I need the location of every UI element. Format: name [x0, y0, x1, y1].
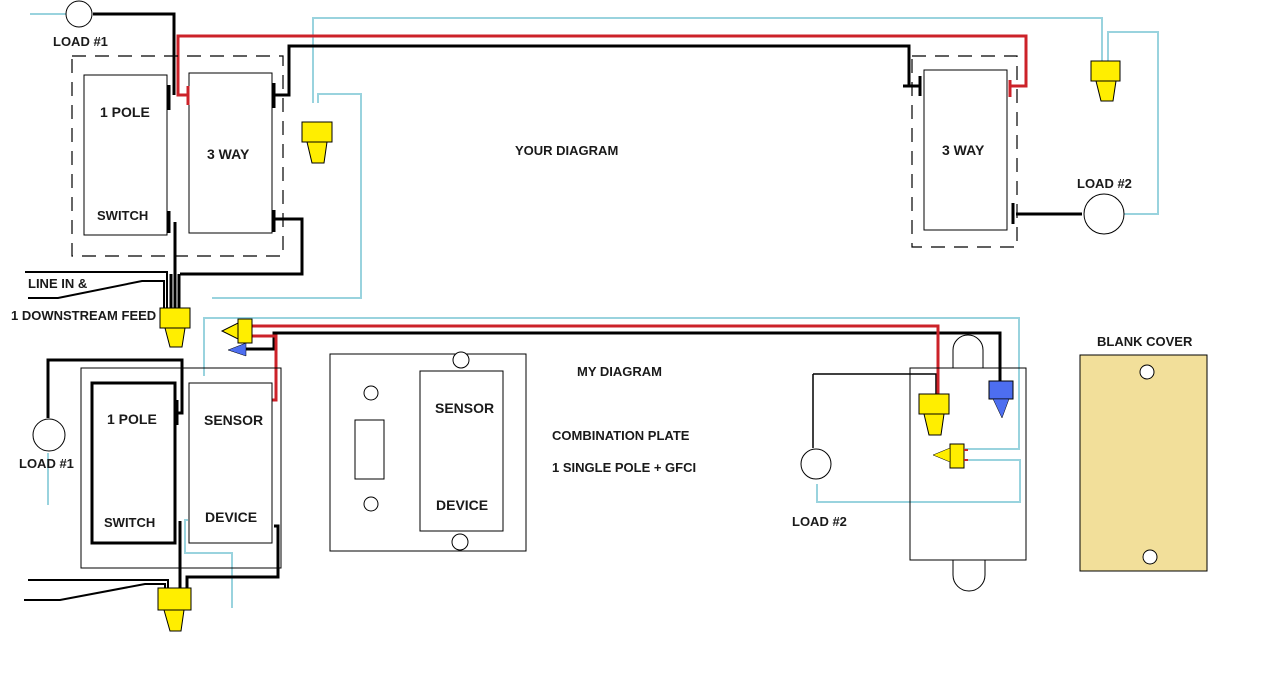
- screw-hole-icon: [363, 496, 379, 512]
- line-in-wire: [25, 271, 168, 308]
- switch3-label: 3 WAY: [942, 142, 985, 158]
- two-gang-box-dashed: [71, 55, 284, 257]
- wire-nut-blue-box2: [988, 380, 1014, 419]
- toggle-opening: [354, 419, 385, 480]
- switch-leg-load1: [46, 358, 184, 418]
- neutral-wire-load2: [1107, 31, 1159, 215]
- load2-fixture-icon-bottom: [800, 448, 832, 480]
- red-wire-run: [252, 324, 940, 395]
- load1-fixture-icon-bottom: [32, 418, 66, 452]
- my-diagram-title: MY DIAGRAM: [577, 364, 662, 379]
- neutral-wire-load2: [816, 459, 1021, 503]
- your-diagram: LOAD #1 1 POLE SWITCH 3 WAY LINE IN & 1 …: [11, 0, 1159, 348]
- single-gang-box-dashed: [911, 55, 1018, 248]
- device-line-wire: [185, 524, 280, 588]
- plate-device-label-bottom: DEVICE: [436, 497, 488, 513]
- load2-label-bottom: LOAD #2: [792, 514, 847, 529]
- mounting-ear-bottom: [952, 560, 986, 592]
- three-way-switch-2: [923, 69, 1008, 231]
- downstream-feed-wire: [28, 280, 165, 308]
- hot-wire-run: [246, 331, 1002, 381]
- neutral-wire-run: [203, 317, 1020, 450]
- single-gang-box: [909, 367, 1027, 561]
- neutral-wire-run-to-box2: [312, 17, 1103, 103]
- load1-label-bottom: LOAD #1: [19, 456, 74, 471]
- plate-caption-line2: 1 SINGLE POLE + GFCI: [552, 460, 696, 475]
- common-wire-3way: [180, 217, 304, 276]
- neutral-wires-top: [30, 13, 1159, 299]
- wire-nut-yellow-top-2: [1090, 60, 1121, 102]
- blank-cover-label: BLANK COVER: [1097, 334, 1193, 349]
- load2-label: LOAD #2: [1077, 176, 1132, 191]
- switch-label-top-bottom: 1 POLE: [107, 411, 157, 427]
- wire-nut-yellow-box2-side: [932, 443, 968, 469]
- screw-hole-icon: [1139, 364, 1155, 380]
- sensor-label-top: SENSOR: [204, 412, 263, 428]
- sensor-label-bottom: DEVICE: [205, 509, 257, 525]
- wire-nut-blue-side: [227, 342, 247, 357]
- single-pole-switch: [83, 74, 168, 236]
- my-diagram: LOAD #1 1 POLE SWITCH SENSOR DEVICE SENS…: [19, 317, 1208, 632]
- single-pole-switch-bottom: [90, 381, 177, 545]
- load2-fixture-icon: [1083, 193, 1125, 235]
- feed-label-line2: 1 DOWNSTREAM FEED: [11, 308, 156, 323]
- blank-cover-plate: [1079, 354, 1208, 572]
- two-gang-box: [80, 367, 282, 569]
- screw-hole-icon: [363, 385, 379, 401]
- mounting-ear-top: [952, 334, 984, 368]
- traveler-black: [274, 44, 911, 97]
- neutral-wire-feed: [212, 93, 362, 299]
- wire-nut-yellow-top-1: [301, 121, 333, 164]
- wire-nut-yellow-side: [220, 318, 253, 344]
- line-in-wire-bottom: [28, 579, 169, 588]
- switch1-label-bottom: SWITCH: [97, 208, 148, 223]
- switch1-label-top: 1 POLE: [100, 104, 150, 120]
- downstream-wire-bottom: [24, 583, 166, 601]
- neutral-wires-bottom: [47, 317, 1021, 608]
- switched-wire-load2: [813, 373, 937, 395]
- switch-label-bottom-bottom: SWITCH: [104, 515, 155, 530]
- wire-nut-yellow-bottom: [157, 587, 192, 632]
- switch-leg-load1: [93, 12, 176, 95]
- sensor-device: [188, 382, 273, 544]
- decora-opening: [419, 370, 504, 532]
- wire-nut-yellow-feed: [159, 307, 191, 348]
- switch2-label: 3 WAY: [207, 146, 250, 162]
- plate-caption-line1: COMBINATION PLATE: [552, 428, 690, 443]
- neutral-wire-device: [184, 519, 233, 608]
- plate-device-label-top: SENSOR: [435, 400, 494, 416]
- load1-fixture-icon: [65, 0, 93, 28]
- your-diagram-title: YOUR DIAGRAM: [515, 143, 618, 158]
- screw-hole-icon: [452, 351, 470, 369]
- wire-nut-yellow-box2: [918, 393, 950, 436]
- hot-wires-bottom: [24, 331, 1002, 601]
- screw-hole-icon: [1142, 549, 1158, 565]
- hot-wires-top: [25, 12, 1082, 308]
- feed-label-line1: LINE IN &: [28, 276, 87, 291]
- three-way-switch-1: [188, 72, 273, 234]
- terminals-box1: [167, 83, 276, 233]
- traveler-red: [176, 34, 1028, 97]
- screw-hole-icon: [451, 533, 469, 551]
- load1-label: LOAD #1: [53, 34, 108, 49]
